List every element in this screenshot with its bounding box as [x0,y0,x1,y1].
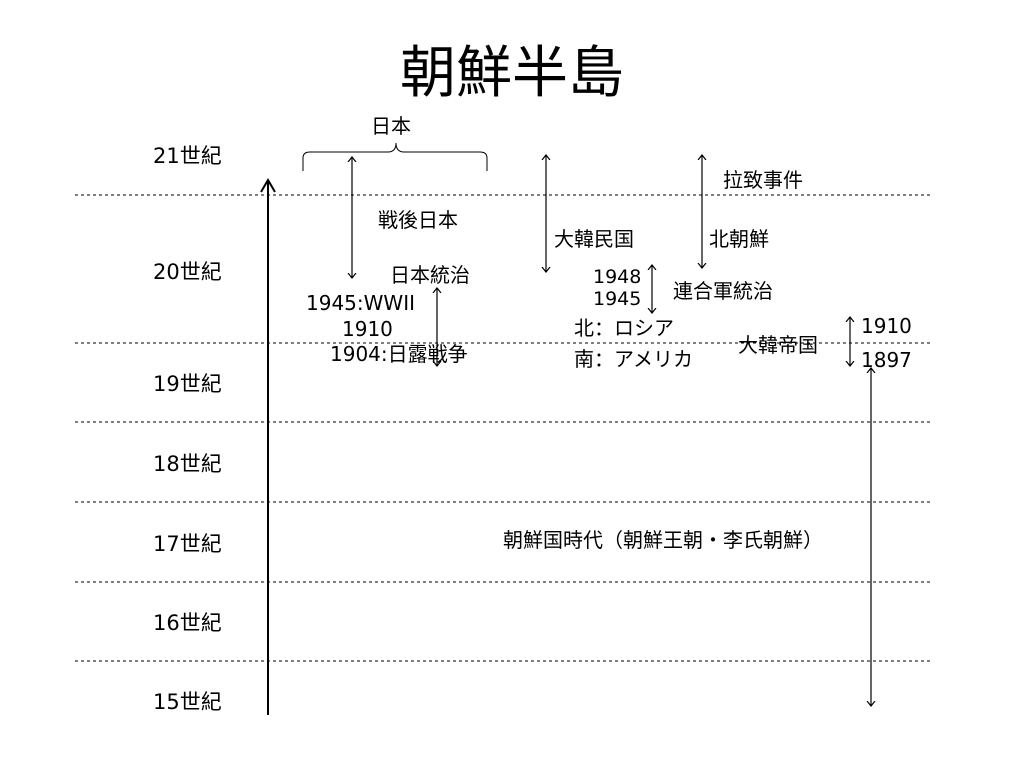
label-year-1945-wwii: 1945:WWII [306,291,415,315]
label-north-korea: 北朝鮮 [709,227,769,251]
century-label-21: 21世紀 [153,144,222,168]
label-year-1948: 1948 [593,266,642,288]
label-japanese-rule: 日本統治 [390,263,470,287]
century-label-18: 18世紀 [153,452,222,476]
label-allied-rule: 連合軍統治 [673,279,773,303]
label-year-1910-right: 1910 [861,314,912,338]
label-year-1897: 1897 [861,348,912,372]
century-label-16: 16世紀 [153,611,222,635]
label-joseon-era: 朝鮮国時代（朝鮮王朝・李氏朝鮮） [503,528,823,552]
century-dividers [75,194,930,662]
label-year-1945-mid: 1945 [593,288,642,310]
main-axis-arrowhead [260,178,276,193]
label-republic-of-korea: 大韓民国 [554,227,634,251]
century-label-19: 19世紀 [153,372,222,396]
century-label-20: 20世紀 [153,260,222,284]
label-abduction-issue: 拉致事件 [723,168,803,192]
century-label-15: 15世紀 [153,690,222,714]
label-year-1904-war: 1904:日露戦争 [330,342,468,366]
label-japan: 日本 [371,114,411,138]
label-postwar-japan: 戦後日本 [378,208,458,232]
century-label-17: 17世紀 [153,532,222,556]
label-south-america: 南：アメリカ [574,347,693,371]
label-korean-empire: 大韓帝国 [738,333,818,357]
label-north-russia: 北：ロシア [574,316,674,340]
japan-brace [302,142,488,171]
page-title: 朝鮮半島 [400,41,624,106]
label-year-1910-left: 1910 [342,317,393,341]
